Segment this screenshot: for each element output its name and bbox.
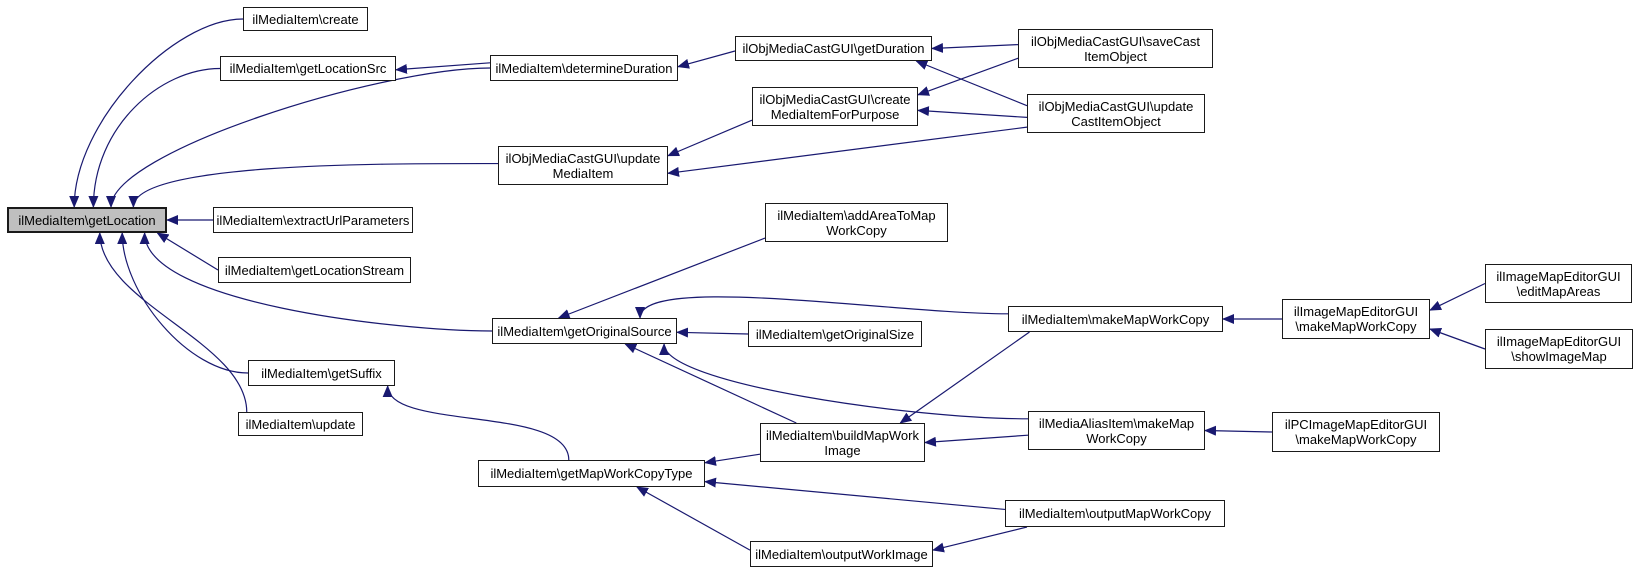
- node-label: ilObjMediaCastGUI\create: [759, 91, 911, 107]
- edge-media-alias-make-map-work-copy-to-get-original-source: [659, 343, 1029, 420]
- graph-node-get-suffix[interactable]: ilMediaItem\getSuffix: [248, 360, 395, 386]
- edge-save-cast-item-object-to-get-duration: [931, 43, 1019, 53]
- edge-make-map-work-copy-to-get-original-source: [635, 296, 1009, 319]
- node-label: Image: [824, 442, 861, 458]
- node-label: ilMediaItem\extractUrlParameters: [216, 212, 410, 228]
- node-label: CastItemObject: [1071, 113, 1161, 129]
- node-label: ilMediaItem\getLocationSrc: [229, 61, 387, 76]
- graph-node-output-map-work-copy[interactable]: ilMediaItem\outputMapWorkCopy: [1005, 500, 1225, 527]
- node-label: ilMediaItem\getLocationStream: [224, 262, 405, 278]
- node-label: WorkCopy: [826, 222, 887, 238]
- edge-update-to-get-location: [94, 232, 248, 413]
- node-label: ilObjMediaCastGUI\update: [1038, 98, 1194, 114]
- graph-node-get-duration[interactable]: ilObjMediaCastGUI\getDuration: [735, 36, 932, 61]
- graph-node-output-work-image[interactable]: ilMediaItem\outputWorkImage: [750, 541, 933, 567]
- edge-update-cast-item-object-to-create-media-item-for-purpose: [917, 106, 1028, 118]
- node-label: ilObjMediaCastGUI\getDuration: [742, 41, 925, 56]
- edge-output-map-work-copy-to-get-map-work-copy-type: [704, 477, 1006, 511]
- node-label: \makeMapWorkCopy: [1295, 432, 1417, 447]
- graph-node-get-location: ilMediaItem\getLocation: [7, 207, 167, 233]
- node-label: ilMediaItem\outputMapWorkCopy: [1019, 506, 1211, 521]
- edge-create-media-item-for-purpose-to-update-media-item: [667, 119, 753, 157]
- graph-node-get-map-work-copy-type[interactable]: ilMediaItem\getMapWorkCopyType: [478, 460, 705, 487]
- node-label: ilObjMediaCastGUI\saveCast: [1030, 33, 1201, 49]
- edge-determine-duration-to-get-location-src: [395, 62, 491, 74]
- edge-build-map-work-image-to-get-map-work-copy-type: [704, 453, 761, 466]
- edge-save-cast-item-object-to-create-media-item-for-purpose: [917, 57, 1019, 96]
- edge-output-work-image-to-get-map-work-copy-type: [636, 486, 751, 551]
- node-label: WorkCopy: [1086, 430, 1147, 446]
- graph-node-get-location-src[interactable]: ilMediaItem\getLocationSrc: [220, 56, 396, 81]
- node-label: MediaItem: [552, 165, 614, 181]
- graph-node-get-location-stream[interactable]: ilMediaItem\getLocationStream: [218, 257, 411, 283]
- node-label: \makeMapWorkCopy: [1295, 319, 1417, 334]
- edge-get-duration-to-determine-duration: [677, 50, 736, 69]
- node-label: ilMediaItem\addAreaToMap: [777, 207, 936, 223]
- node-label: ilMediaItem\buildMapWork: [766, 427, 919, 443]
- edges: [69, 18, 1486, 553]
- node-label: ilMediaItem\getMapWorkCopyType: [490, 466, 693, 481]
- node-label: ilImageMapEditorGUI: [1496, 268, 1621, 284]
- graph-node-get-original-size[interactable]: ilMediaItem\getOriginalSize: [748, 321, 922, 347]
- node-label: MediaItemForPurpose: [770, 106, 900, 122]
- node-label: ilMediaItem\makeMapWorkCopy: [1021, 311, 1210, 327]
- graph-node-image-map-editor-make-map-work-copy[interactable]: ilImageMapEditorGUI\makeMapWorkCopy: [1282, 299, 1430, 339]
- edge-update-media-item-to-get-location: [128, 162, 499, 208]
- node-label: ilMediaItem\getOriginalSize: [755, 326, 915, 342]
- graph-node-update[interactable]: ilMediaItem\update: [238, 412, 363, 436]
- node-label: ItemObject: [1084, 48, 1147, 64]
- edge-get-location-src-to-get-location: [88, 67, 221, 208]
- node-label: ilImageMapEditorGUI: [1293, 304, 1419, 319]
- edge-make-map-work-copy-to-build-map-work-image: [899, 331, 1030, 424]
- node-label: \showImageMap: [1511, 349, 1607, 364]
- edge-create-to-get-location: [69, 18, 244, 208]
- edge-get-map-work-copy-type-to-get-suffix: [382, 385, 570, 461]
- node-label: ilPCImageMapEditorGUI: [1284, 417, 1428, 432]
- edge-output-map-work-copy-to-output-work-image: [932, 526, 1028, 553]
- edge-get-location-stream-to-get-location: [156, 232, 219, 271]
- graph-node-create[interactable]: ilMediaItem\create: [243, 7, 368, 31]
- node-label: ilMediaItem\create: [252, 11, 359, 27]
- edge-build-map-work-image-to-get-original-source: [624, 343, 797, 424]
- edge-show-image-map-to-image-map-editor-make-map-work-copy: [1429, 328, 1486, 350]
- edge-get-original-size-to-get-original-source: [676, 327, 749, 338]
- edge-add-area-to-map-work-copy-to-get-original-source: [557, 237, 766, 319]
- node-label: ilMediaItem\update: [245, 416, 356, 432]
- graph-node-get-original-source[interactable]: ilMediaItem\getOriginalSource: [492, 318, 677, 344]
- node-label: ilMediaItem\getLocation: [18, 212, 156, 228]
- edge-get-suffix-to-get-location: [117, 232, 249, 374]
- node-label: ilObjMediaCastGUI\update: [505, 150, 661, 166]
- node-label: ilMediaAliasItem\makeMap: [1038, 415, 1195, 431]
- graph-node-extract-url-parameters[interactable]: ilMediaItem\extractUrlParameters: [213, 207, 413, 233]
- graph-node-show-image-map[interactable]: ilImageMapEditorGUI\showImageMap: [1485, 329, 1633, 369]
- node-label: ilMediaItem\determineDuration: [495, 60, 673, 76]
- edge-pc-image-map-editor-make-map-work-copy-to-media-alias-make-map-work-copy: [1204, 425, 1273, 436]
- edge-determine-duration-to-get-location: [106, 67, 491, 208]
- node-label: ilMediaItem\outputWorkImage: [755, 546, 928, 562]
- edge-media-alias-make-map-work-copy-to-build-map-work-image: [924, 434, 1029, 447]
- graph-node-pc-image-map-editor-make-map-work-copy[interactable]: ilPCImageMapEditorGUI\makeMapWorkCopy: [1272, 412, 1440, 452]
- edge-update-cast-item-object-to-update-media-item: [667, 126, 1028, 177]
- edge-get-original-source-to-get-location: [139, 232, 493, 332]
- node-label: ilImageMapEditorGUI: [1496, 334, 1622, 349]
- edge-update-cast-item-object-to-get-duration: [915, 60, 1028, 107]
- node-label: ilMediaItem\getSuffix: [261, 365, 382, 381]
- edge-edit-map-areas-to-image-map-editor-make-map-work-copy: [1429, 282, 1486, 311]
- node-label: \editMapAreas: [1516, 283, 1601, 299]
- graph-node-edit-map-areas[interactable]: ilImageMapEditorGUI\editMapAreas: [1485, 264, 1632, 303]
- node-label: ilMediaItem\getOriginalSource: [497, 323, 672, 339]
- graph-node-make-map-work-copy[interactable]: ilMediaItem\makeMapWorkCopy: [1008, 306, 1223, 332]
- graph-node-determine-duration[interactable]: ilMediaItem\determineDuration: [490, 55, 678, 81]
